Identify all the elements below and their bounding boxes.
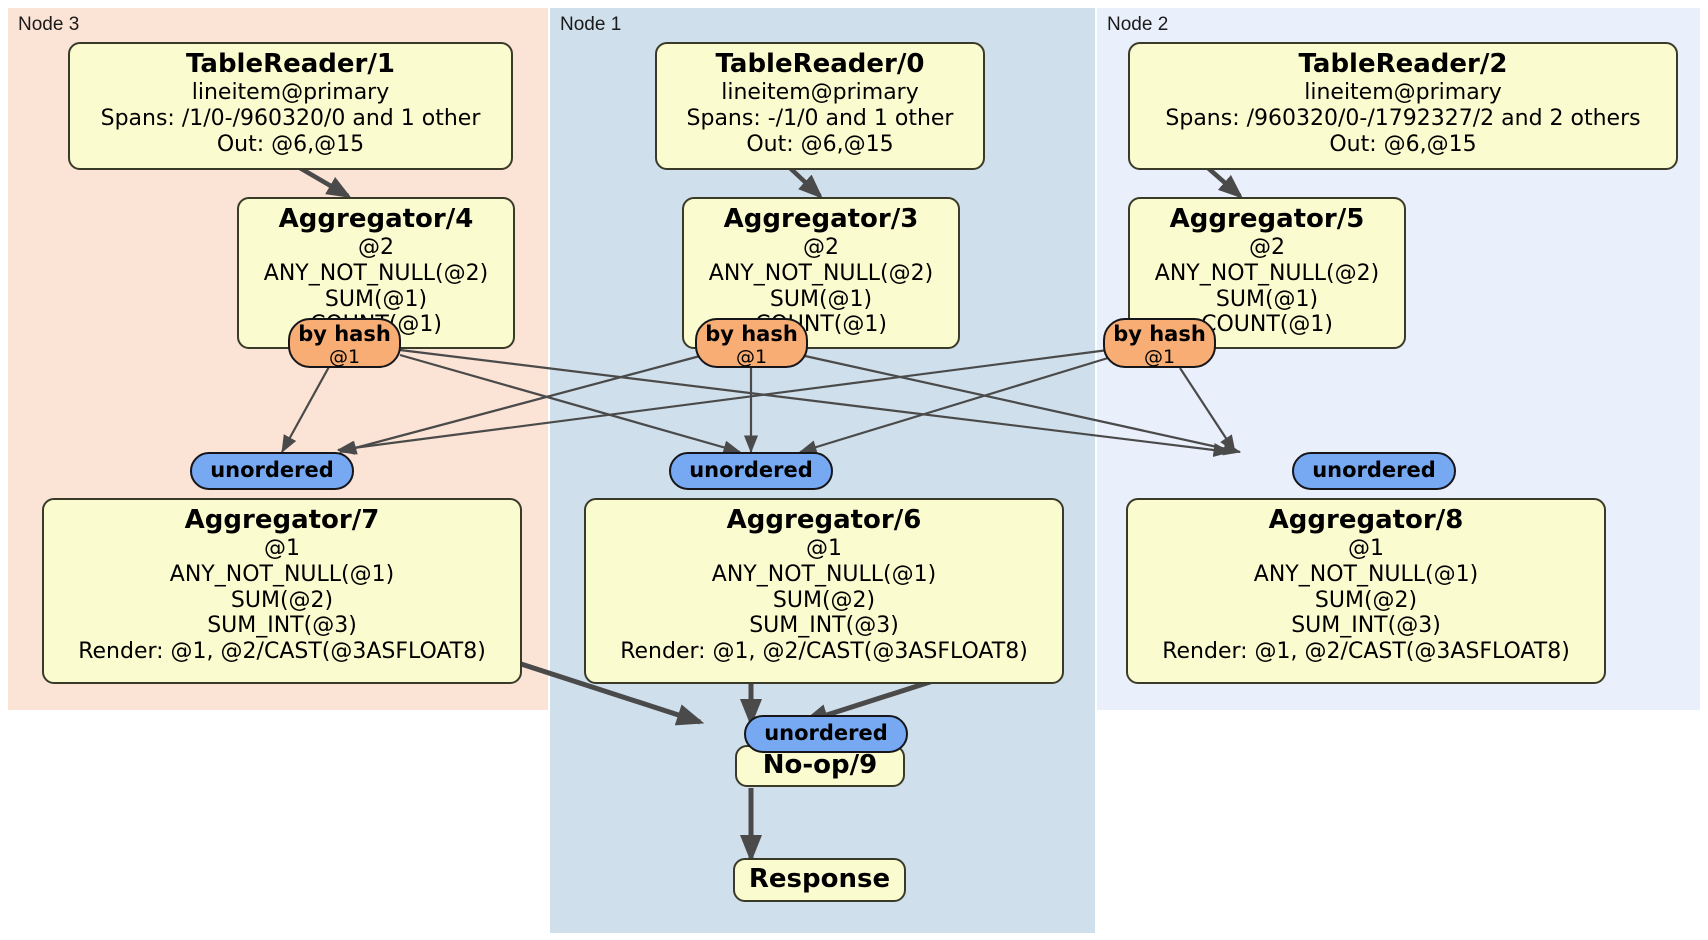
processor-title: Aggregator/8 [1268, 505, 1464, 535]
processor-line: SUM(@1) [1215, 286, 1319, 312]
unordered-sync-center[interactable]: unordered [669, 452, 833, 490]
hash-router-column: @1 [1143, 345, 1176, 368]
processor-line: @2 [803, 235, 839, 261]
processor-line: lineitem@primary [721, 80, 919, 106]
unordered-sync-left[interactable]: unordered [190, 452, 354, 490]
processor-line: Out: @6,@15 [216, 131, 365, 157]
hash-router-label: by hash [705, 322, 798, 346]
unordered-sync-label: unordered [689, 458, 813, 483]
processor-title: TableReader/0 [715, 49, 925, 79]
processor-line: ANY_NOT_NULL(@2) [263, 260, 489, 286]
processor-line: @2 [1249, 235, 1285, 261]
processor-line: lineitem@primary [191, 80, 390, 106]
node-panel-label-node1: Node 1 [560, 14, 622, 35]
processor-line: COUNT(@1) [1201, 312, 1333, 338]
processor-title: Aggregator/7 [184, 505, 380, 535]
processor-line: lineitem@primary [1304, 80, 1502, 106]
processor-title: Response [748, 864, 891, 895]
unordered-sync-final[interactable]: unordered [744, 715, 908, 753]
processor-line: SUM(@1) [324, 286, 428, 312]
processor-tablereader-1[interactable]: TableReader/1 lineitem@primary Spans: /1… [68, 42, 513, 170]
processor-line: SUM(@2) [230, 587, 334, 613]
unordered-sync-right[interactable]: unordered [1292, 452, 1456, 490]
processor-line: Spans: /960320/0-/1792327/2 and 2 others [1165, 105, 1641, 131]
processor-line: @1 [264, 536, 300, 562]
processor-line: Render: @1, @2/CAST(@3ASFLOAT8) [1162, 639, 1570, 665]
processor-line: Out: @6,@15 [746, 131, 894, 157]
processor-line: SUM(@1) [769, 286, 873, 312]
processor-line: SUM(@2) [1314, 587, 1418, 613]
processor-aggregator-7[interactable]: Aggregator/7 @1 ANY_NOT_NULL(@1) SUM(@2)… [42, 498, 522, 684]
hash-router-right[interactable]: by hash @1 [1103, 318, 1216, 368]
processor-line: Spans: /1/0-/960320/0 and 1 other [100, 105, 481, 131]
processor-line: Render: @1, @2/CAST(@3ASFLOAT8) [620, 639, 1028, 665]
processor-line: SUM(@2) [772, 587, 876, 613]
processor-line: Spans: -/1/0 and 1 other [686, 105, 954, 131]
hash-router-label: by hash [298, 322, 391, 346]
processor-tablereader-2[interactable]: TableReader/2 lineitem@primary Spans: /9… [1128, 42, 1678, 170]
processor-line: Render: @1, @2/CAST(@3ASFLOAT8) [78, 639, 486, 665]
processor-line: SUM_INT(@3) [1291, 613, 1441, 639]
processor-line: ANY_NOT_NULL(@1) [169, 561, 395, 587]
processor-aggregator-3[interactable]: Aggregator/3 @2 ANY_NOT_NULL(@2) SUM(@1)… [682, 197, 960, 349]
processor-line: @1 [1348, 536, 1384, 562]
unordered-sync-label: unordered [210, 458, 334, 483]
processor-response[interactable]: Response [733, 858, 906, 902]
processor-line: ANY_NOT_NULL(@1) [711, 561, 937, 587]
unordered-sync-label: unordered [764, 721, 888, 746]
processor-line: SUM_INT(@3) [749, 613, 899, 639]
processor-title: Aggregator/4 [278, 204, 474, 234]
hash-router-left[interactable]: by hash @1 [288, 318, 401, 368]
processor-line: Out: @6,@15 [1329, 131, 1477, 157]
node-panel-label-node3: Node 3 [18, 14, 80, 35]
processor-tablereader-0[interactable]: TableReader/0 lineitem@primary Spans: -/… [655, 42, 985, 170]
processor-title: No-op/9 [762, 750, 878, 781]
hash-router-column: @1 [328, 345, 361, 368]
processor-title: Aggregator/3 [723, 204, 919, 234]
processor-line: ANY_NOT_NULL(@2) [1154, 260, 1380, 286]
processor-aggregator-8[interactable]: Aggregator/8 @1 ANY_NOT_NULL(@1) SUM(@2)… [1126, 498, 1606, 684]
processor-line: ANY_NOT_NULL(@1) [1253, 561, 1479, 587]
hash-router-column: @1 [735, 345, 768, 368]
processor-line: ANY_NOT_NULL(@2) [708, 260, 934, 286]
processor-title: Aggregator/6 [726, 505, 922, 535]
node-panel-label-node2: Node 2 [1107, 14, 1169, 35]
processor-line: @1 [806, 536, 842, 562]
hash-router-label: by hash [1113, 322, 1206, 346]
processor-aggregator-6[interactable]: Aggregator/6 @1 ANY_NOT_NULL(@1) SUM(@2)… [584, 498, 1064, 684]
processor-title: TableReader/2 [1298, 49, 1508, 79]
processor-title: TableReader/1 [186, 49, 395, 79]
unordered-sync-label: unordered [1312, 458, 1436, 483]
hash-router-center[interactable]: by hash @1 [695, 318, 808, 368]
processor-aggregator-5[interactable]: Aggregator/5 @2 ANY_NOT_NULL(@2) SUM(@1)… [1128, 197, 1406, 349]
processor-line: SUM_INT(@3) [207, 613, 357, 639]
processor-title: Aggregator/5 [1169, 204, 1365, 234]
processor-line: @2 [358, 235, 394, 261]
